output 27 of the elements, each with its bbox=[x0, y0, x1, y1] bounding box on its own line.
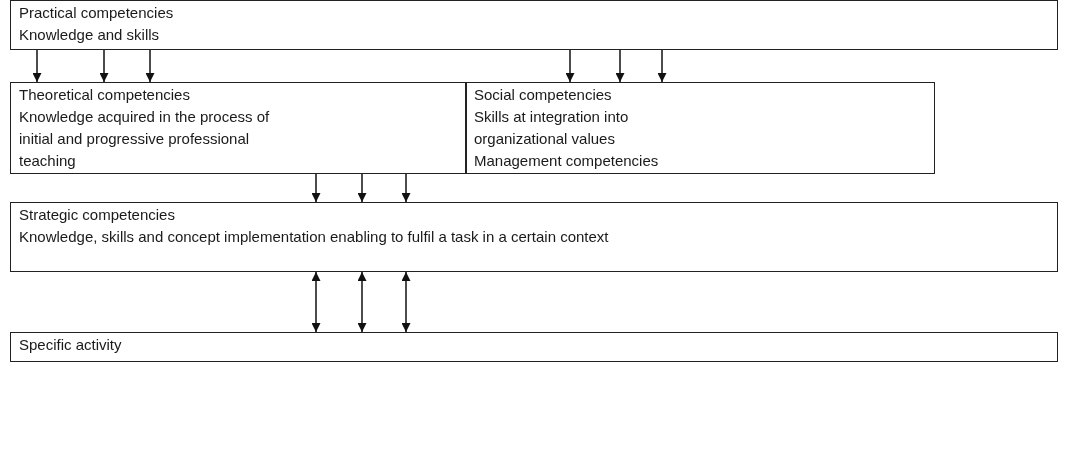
box-text: Knowledge acquired in the process of initial and progressive professional teaching bbox=[19, 107, 271, 171]
box-heading: Specific activity bbox=[19, 335, 122, 355]
arrow bbox=[565, 49, 575, 83]
arrow bbox=[32, 49, 42, 83]
competency-box bbox=[10, 82, 467, 174]
box-heading: Theoretical competencies bbox=[19, 85, 190, 105]
arrow bbox=[401, 271, 411, 333]
box-text: Knowledge, skills and concept implementation enabling to fulfil a task in a certain context bbox=[19, 227, 609, 247]
competency-box bbox=[10, 202, 1058, 272]
competency-box bbox=[10, 332, 1058, 362]
arrow bbox=[145, 49, 155, 83]
box-text: Management competencies bbox=[474, 151, 659, 171]
box-heading: Practical competencies bbox=[19, 3, 174, 23]
arrow bbox=[357, 173, 367, 203]
box-heading: Strategic competencies bbox=[19, 205, 175, 225]
arrow bbox=[401, 173, 411, 203]
arrow bbox=[615, 49, 625, 83]
competency-box bbox=[10, 0, 1058, 50]
arrow bbox=[357, 271, 367, 333]
box-text: Skills at integration into organizational values bbox=[474, 107, 630, 149]
competency-box bbox=[465, 82, 935, 174]
box-heading: Social competencies bbox=[474, 85, 612, 105]
box-text: Knowledge and skills bbox=[19, 25, 160, 45]
arrow bbox=[311, 173, 321, 203]
arrow bbox=[99, 49, 109, 83]
arrow bbox=[311, 271, 321, 333]
arrow bbox=[657, 49, 667, 83]
